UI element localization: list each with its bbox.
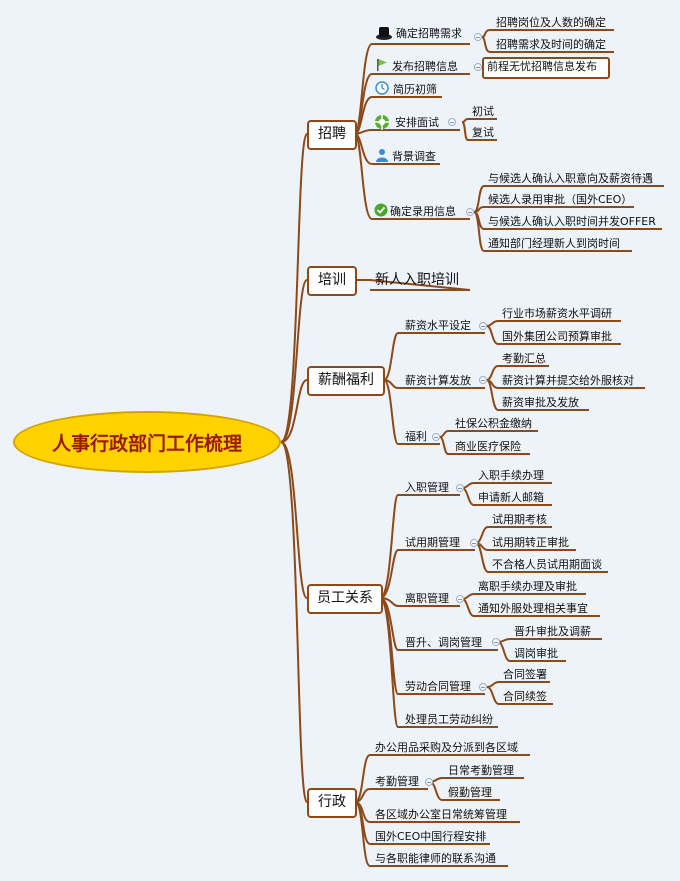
node-salary-level-2[interactable]: 国外集团公司预算审批 (502, 330, 612, 343)
node-leave-2[interactable]: 通知外服处理相关事宜 (478, 602, 588, 615)
node-salary-pay-3[interactable]: 薪资审批及发放 (502, 396, 579, 409)
node-offer-3[interactable]: 与候选人确认入职时间并发OFFER (488, 215, 656, 228)
target-icon (374, 114, 390, 130)
collapse-toggle[interactable] (425, 778, 433, 786)
node-probation-2[interactable]: 试用期转正审批 (492, 536, 569, 549)
node-salary-pay-2[interactable]: 薪资计算并提交给外服核对 (502, 374, 634, 387)
node-publish-1[interactable]: 前程无忧招聘信息发布 (487, 60, 597, 73)
collapse-toggle[interactable] (448, 118, 456, 126)
root-topic[interactable]: 人事行政部门工作梳理 (13, 411, 281, 473)
node-onboard-2[interactable]: 申请新人邮箱 (478, 491, 544, 504)
branch-train[interactable]: 培训 (307, 266, 357, 296)
node-attendance-1[interactable]: 日常考勤管理 (448, 764, 514, 777)
node-onboard[interactable]: 入职管理 (405, 481, 449, 494)
branch-relations[interactable]: 员工关系 (307, 584, 383, 614)
node-dispute[interactable]: 处理员工劳动纠纷 (405, 713, 493, 726)
branch-recruit[interactable]: 招聘 (307, 120, 357, 150)
node-onboard-1[interactable]: 入职手续办理 (478, 469, 544, 482)
node-probation-1[interactable]: 试用期考核 (492, 513, 547, 526)
clock-icon (375, 81, 389, 95)
check-icon (374, 203, 388, 217)
node-contract-2[interactable]: 合同续签 (503, 690, 547, 703)
node-interview[interactable]: 安排面试 (395, 116, 439, 129)
node-offer-4[interactable]: 通知部门经理新人到岗时间 (488, 237, 620, 250)
node-promote-1[interactable]: 晋升审批及调薪 (514, 625, 591, 638)
node-leave-1[interactable]: 离职手续办理及审批 (478, 580, 577, 593)
node-salary-level-1[interactable]: 行业市场薪资水平调研 (502, 307, 612, 320)
hat-icon (376, 27, 392, 40)
node-offer[interactable]: 确定录用信息 (390, 205, 456, 218)
branch-salary[interactable]: 薪酬福利 (307, 366, 385, 396)
collapse-toggle[interactable] (474, 63, 482, 71)
node-need-1[interactable]: 招聘岗位及人数的确定 (496, 16, 606, 29)
node-interview-2[interactable]: 复试 (472, 126, 494, 139)
node-attendance-2[interactable]: 假勤管理 (448, 786, 492, 799)
node-probation-3[interactable]: 不合格人员试用期面谈 (492, 558, 602, 571)
collapse-toggle[interactable] (432, 433, 440, 441)
node-need-2[interactable]: 招聘需求及时间的确定 (496, 38, 606, 51)
node-admin-3[interactable]: 各区域办公室日常统筹管理 (375, 808, 507, 821)
node-publish[interactable]: 发布招聘信息 (392, 60, 458, 73)
node-screen[interactable]: 简历初筛 (393, 83, 437, 96)
node-salary-pay-1[interactable]: 考勤汇总 (502, 352, 546, 365)
collapse-toggle[interactable] (479, 683, 487, 691)
node-welfare-2[interactable]: 商业医疗保险 (455, 440, 521, 453)
collapse-toggle[interactable] (479, 322, 487, 330)
collapse-toggle[interactable] (474, 33, 482, 41)
node-promote-2[interactable]: 调岗审批 (514, 647, 558, 660)
node-promote[interactable]: 晋升、调岗管理 (405, 636, 482, 649)
node-background[interactable]: 背景调查 (392, 150, 436, 163)
collapse-toggle[interactable] (466, 208, 474, 216)
node-welfare-1[interactable]: 社保公积金缴纳 (455, 417, 532, 430)
node-need[interactable]: 确定招聘需求 (396, 27, 462, 40)
node-admin-5[interactable]: 与各职能律师的联系沟通 (375, 852, 496, 865)
node-probation[interactable]: 试用期管理 (405, 536, 460, 549)
node-contract[interactable]: 劳动合同管理 (405, 680, 471, 693)
node-train-item[interactable]: 新人入职培训 (375, 272, 459, 288)
node-admin-4[interactable]: 国外CEO中国行程安排 (375, 830, 487, 843)
node-offer-2[interactable]: 候选人录用审批（国外CEO） (488, 193, 633, 206)
collapse-toggle[interactable] (456, 484, 464, 492)
node-admin-1[interactable]: 办公用品采购及分派到各区域 (375, 741, 518, 754)
flag-icon (377, 59, 387, 71)
node-salary-level[interactable]: 薪资水平设定 (405, 319, 471, 332)
collapse-toggle[interactable] (479, 376, 487, 384)
node-welfare[interactable]: 福利 (405, 430, 427, 443)
collapse-toggle[interactable] (492, 638, 500, 646)
node-salary-pay[interactable]: 薪资计算发放 (405, 374, 471, 387)
node-contract-1[interactable]: 合同签署 (503, 668, 547, 681)
node-interview-1[interactable]: 初试 (472, 105, 494, 118)
branch-admin[interactable]: 行政 (307, 788, 357, 818)
node-leave[interactable]: 离职管理 (405, 592, 449, 605)
person-icon (376, 149, 388, 162)
node-offer-1[interactable]: 与候选人确认入职意向及薪资待遇 (488, 172, 653, 185)
node-attendance[interactable]: 考勤管理 (375, 775, 419, 788)
highlight-box (482, 57, 610, 79)
collapse-toggle[interactable] (470, 539, 478, 547)
collapse-toggle[interactable] (456, 595, 464, 603)
